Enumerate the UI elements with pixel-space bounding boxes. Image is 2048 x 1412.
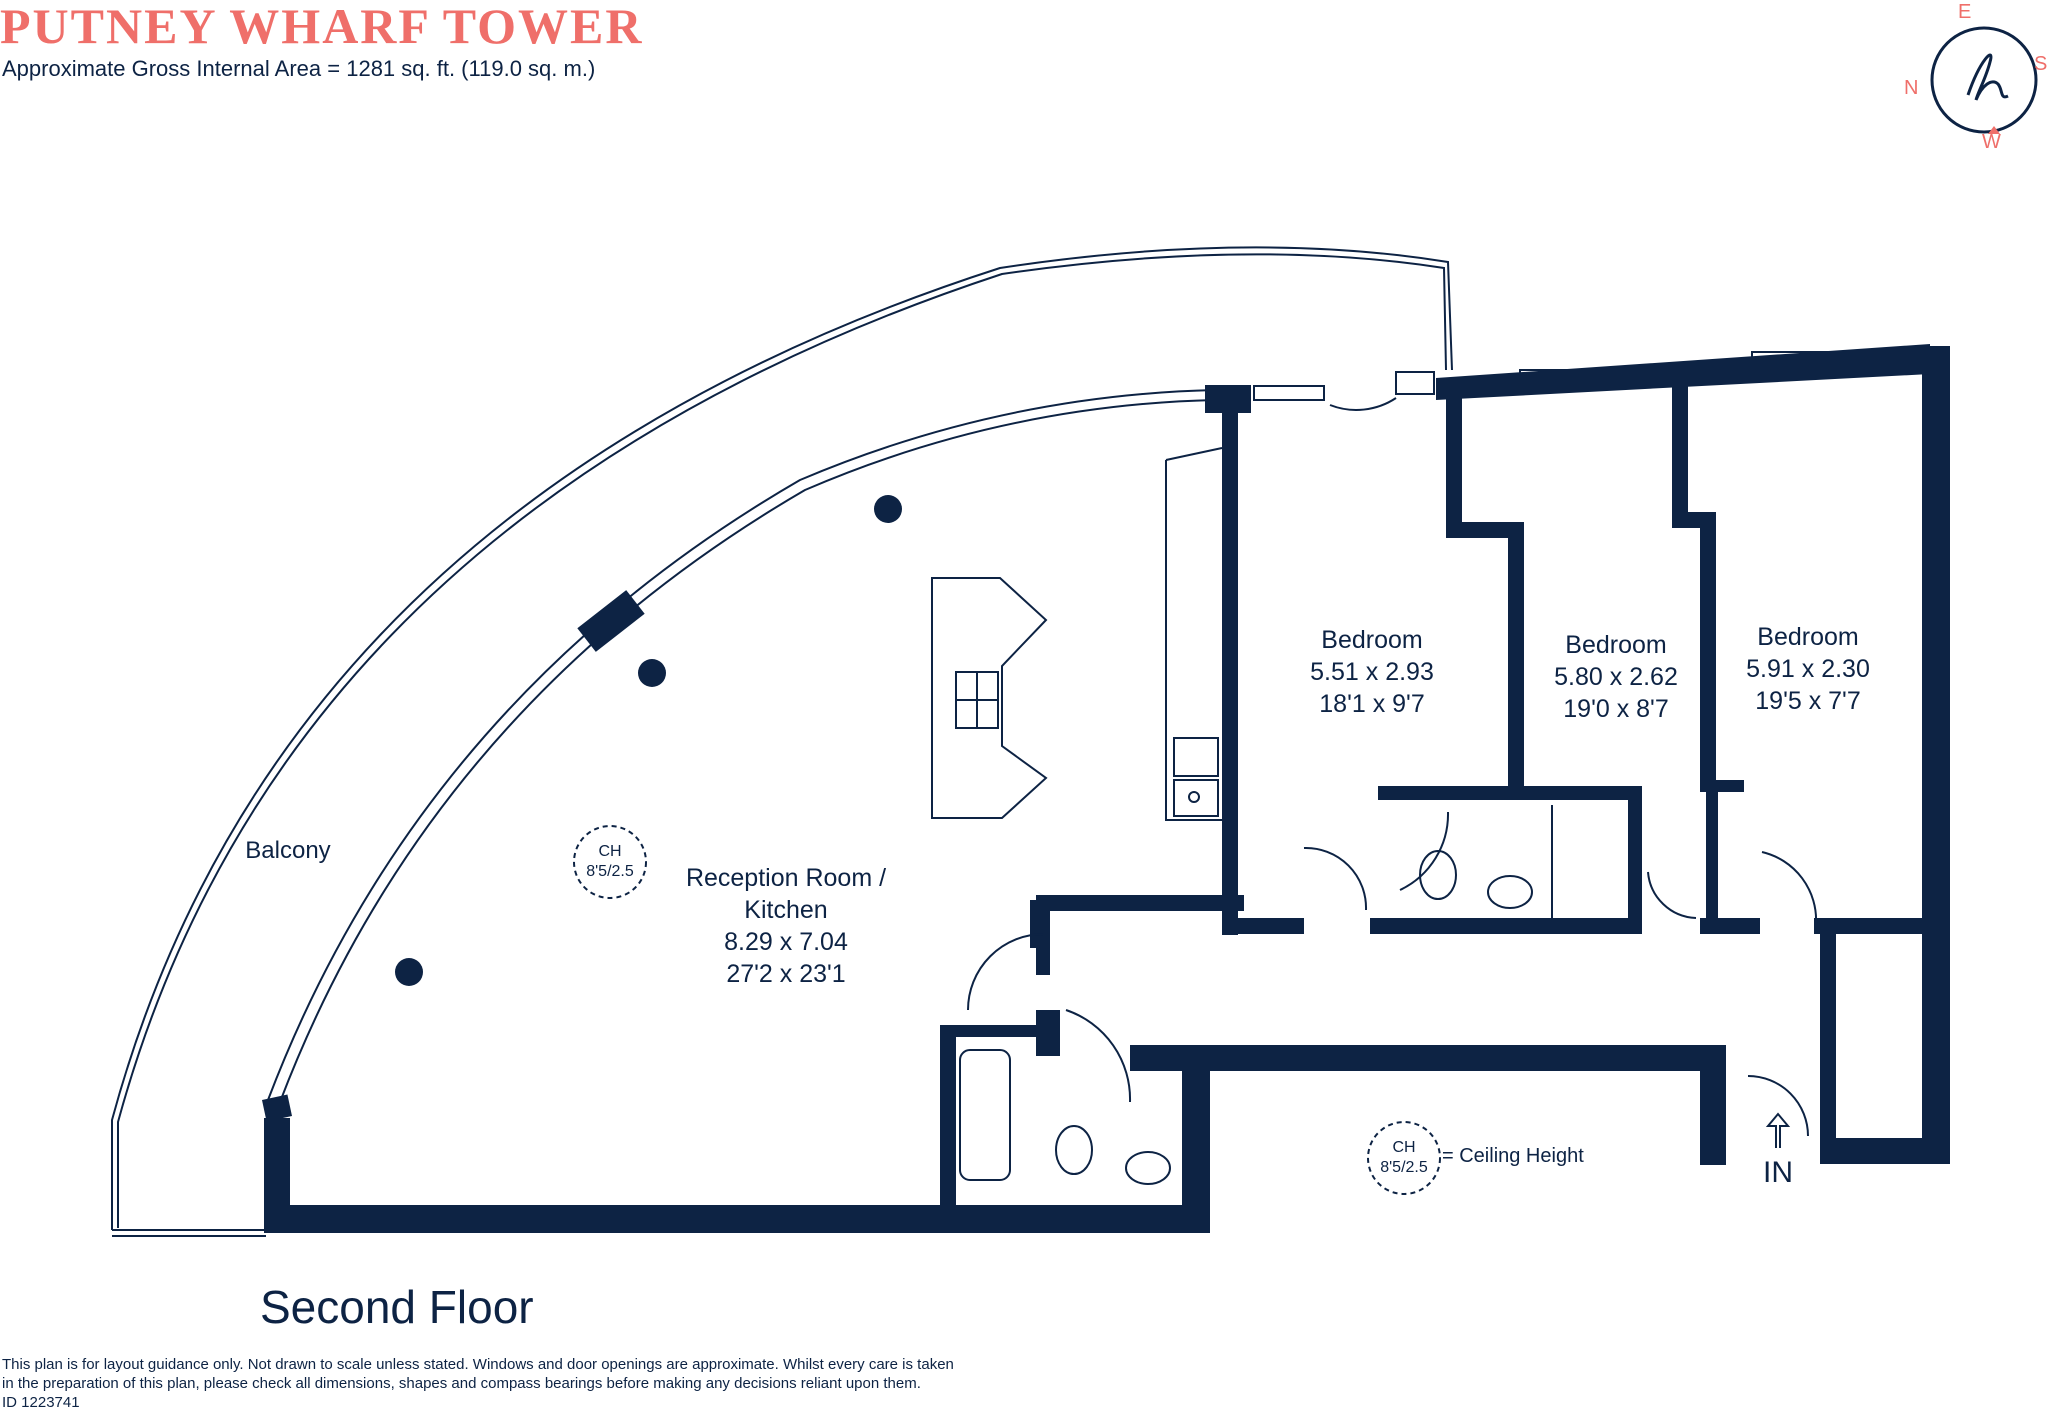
bedroom-1-metric: 5.51 x 2.93 [1310,658,1434,686]
disclaimer-line-2: in the preparation of this plan, please … [2,1375,921,1392]
gross-area-text: Approximate Gross Internal Area = 1281 s… [2,56,596,81]
balcony-outline [111,246,1453,1237]
reception-metric: 8.29 x 7.04 [724,928,848,956]
compass-n-label: N [1904,77,1918,99]
disclaimer-line-1: This plan is for layout guidance only. N… [2,1356,954,1373]
balcony-label: Balcony [245,837,330,864]
entrance-label: IN [1763,1156,1793,1189]
property-title: PUTNEY WHARF TOWER [0,0,644,54]
disclaimer: This plan is for layout guidance only. N… [2,1355,1082,1412]
entrance-arrow-icon [1765,1112,1791,1148]
kitchen [931,447,1223,821]
bedroom-2-name: Bedroom [1565,631,1666,659]
ch-label: CH [598,843,621,860]
compass-s-label: S [2034,53,2047,75]
bedroom-1-name: Bedroom [1321,626,1422,654]
floor-label: Second Floor [260,1281,534,1333]
column-3 [395,958,423,986]
top-windows [1253,351,1857,401]
bedroom-3-metric: 5.91 x 2.30 [1746,655,1870,683]
bedroom-3-imperial: 19'5 x 7'7 [1755,687,1860,715]
curved-glazing [267,389,1216,1103]
compass-e-label: E [1958,1,1971,23]
wall-stub [261,1094,293,1122]
reception-imperial: 27'2 x 23'1 [726,960,845,988]
bedroom-1-imperial: 18'1 x 9'7 [1319,690,1424,718]
wall-column [577,590,645,652]
compass-w-label: W [1982,131,2001,153]
compass-icon: E S N W [1904,1,2047,153]
ch-value: 8'5/2.5 [586,863,634,880]
bedroom-2-imperial: 19'0 x 8'7 [1563,695,1668,723]
column-2 [638,659,666,687]
bedroom-2-label: Bedroom 5.80 x 2.62 19'0 x 8'7 [1554,631,1678,723]
walls [264,344,1950,1233]
bedroom-1-label: Bedroom 5.51 x 2.93 18'1 x 9'7 [1310,626,1434,718]
legend-text: = Ceiling Height [1442,1145,1584,1167]
disclaimer-id: ID 1223741 [2,1394,80,1411]
ceiling-height-legend: CH 8'5/2.5 = Ceiling Height [1367,1121,1584,1195]
bedroom-3-name: Bedroom [1757,623,1858,651]
bedroom-3-label: Bedroom 5.91 x 2.30 19'5 x 7'7 [1746,623,1870,715]
ceiling-height-marker: CH 8'5/2.5 [573,825,647,899]
door-swings [967,397,1818,1137]
reception-name-1: Reception Room / [686,864,886,892]
reception-name-2: Kitchen [744,896,827,924]
legend-ch-label: CH [1392,1139,1415,1156]
legend-ch-value: 8'5/2.5 [1380,1159,1428,1176]
reception-label: Reception Room / Kitchen 8.29 x 7.04 27'… [686,864,886,988]
bathroom-fittings [959,805,1553,1185]
bedroom-2-metric: 5.80 x 2.62 [1554,663,1678,691]
column-1 [874,495,902,523]
